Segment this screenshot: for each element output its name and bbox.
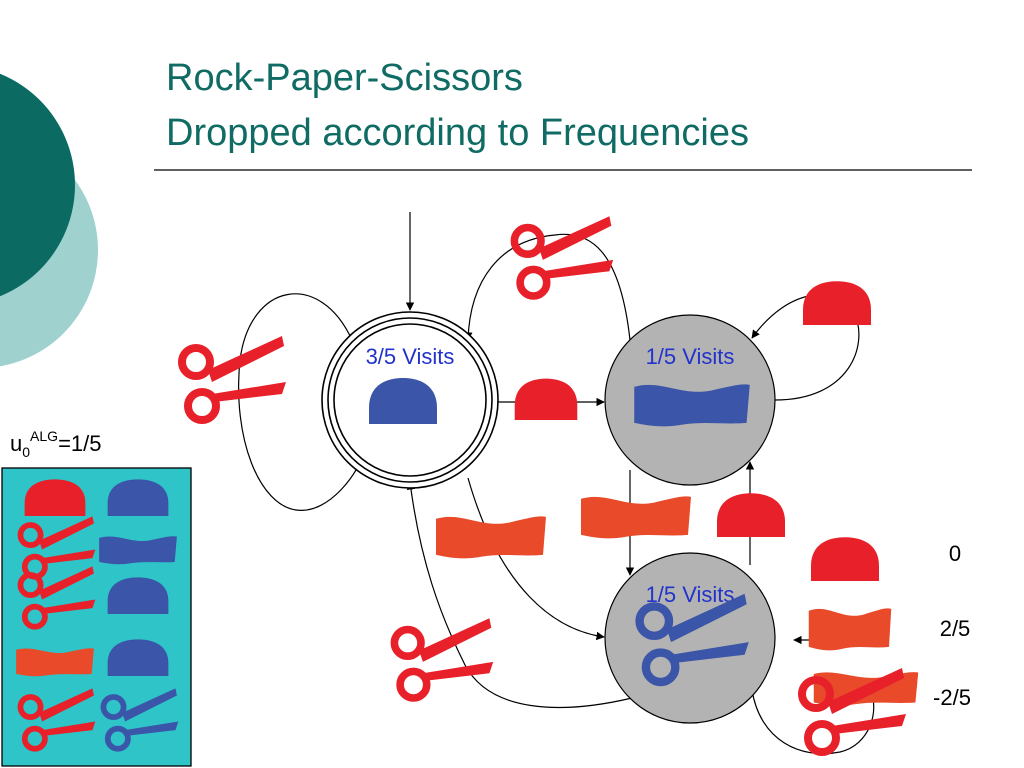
paper-icon — [581, 496, 691, 539]
rock-icon — [803, 281, 871, 325]
rock-icon — [811, 537, 879, 581]
history-panel — [1, 467, 192, 767]
paper-icon — [808, 608, 892, 651]
theme-circle-dark — [0, 73, 75, 297]
slide-title-line-2: Dropped according to Frequencies — [166, 112, 749, 154]
slide-title-line-1: Rock-Paper-Scissors — [166, 57, 523, 99]
payoff-scissors: -2/5 — [933, 685, 971, 710]
edge-s3-s1 — [406, 481, 633, 709]
rock-icon — [717, 493, 785, 537]
payoff-rock: 0 — [949, 541, 961, 566]
rock-icon — [24, 479, 86, 517]
diagram-edges — [238, 212, 880, 755]
state-s2: 1/5 Visits — [604, 314, 776, 486]
edge-s1-s3 — [467, 477, 605, 641]
state-s1: 3/5 Visits — [321, 311, 499, 489]
scissors-icon — [394, 618, 493, 698]
rock-icon — [107, 639, 169, 677]
utility-label: u0ALG=1/5 — [10, 428, 102, 460]
rock-icon — [107, 577, 169, 615]
scissors-icon — [514, 216, 613, 296]
payoff-paper: 2/5 — [940, 616, 971, 641]
payoff-legend: 0 2/5 -2/5 — [802, 537, 971, 752]
edge-s2-s1 — [464, 233, 631, 341]
rock-icon — [107, 479, 169, 517]
state-s2-visits-label: 1/5 Visits — [646, 344, 735, 369]
state-s3-visits-label: 1/5 Visits — [646, 582, 735, 607]
scissors-icon — [182, 336, 286, 420]
self-loop-s1 — [238, 293, 368, 511]
state-s1-visits-label: 3/5 Visits — [366, 344, 455, 369]
paper-icon — [436, 516, 546, 559]
rock-icon — [514, 378, 578, 420]
rock-icon — [369, 378, 437, 424]
state-s3: 1/5 Visits — [604, 552, 776, 724]
